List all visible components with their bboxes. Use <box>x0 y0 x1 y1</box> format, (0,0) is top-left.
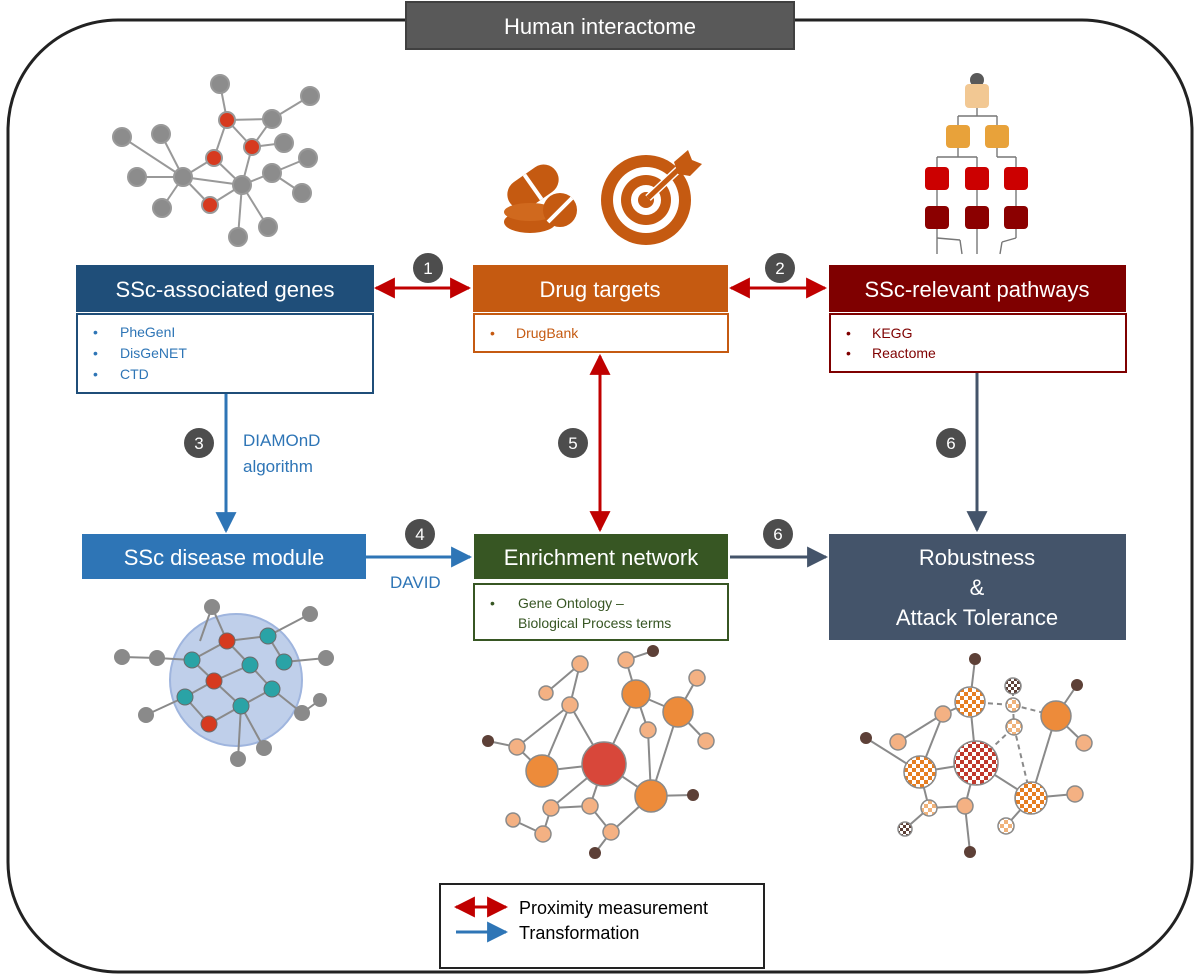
svg-text:1: 1 <box>423 259 432 278</box>
disease-module-network-icon <box>114 599 334 767</box>
enrichment-box: Enrichment network • Gene Ontology – Bio… <box>473 534 729 641</box>
genes-box: SSc-associated genes • PheGenI • DisGeNE… <box>76 265 374 394</box>
disease-module-box: SSc disease module <box>82 534 366 579</box>
enrichment-source-item: Biological Process terms <box>518 615 671 631</box>
step-badge: 2 <box>765 253 795 283</box>
drug-targets-title: Drug targets <box>539 277 660 302</box>
svg-text:•: • <box>490 595 495 611</box>
legend-proximity-label: Proximity measurement <box>519 898 708 918</box>
legend-transformation-label: Transformation <box>519 923 639 943</box>
svg-text:4: 4 <box>415 525 424 544</box>
pathways-box: SSc-relevant pathways • KEGG • Reactome <box>829 265 1127 373</box>
drug-source-item: DrugBank <box>516 325 579 341</box>
enrichment-title: Enrichment network <box>504 545 699 570</box>
attack-tolerance-network-icon <box>860 653 1093 858</box>
legend: Proximity measurement Transformation <box>439 883 765 969</box>
enrichment-network-icon <box>482 645 715 859</box>
svg-text:3: 3 <box>194 434 203 453</box>
svg-text:•: • <box>490 325 495 341</box>
step-badge: 1 <box>413 253 443 283</box>
pathway-icon <box>925 73 1028 255</box>
drug-targets-box: Drug targets • DrugBank <box>473 265 729 353</box>
svg-text:•: • <box>846 325 851 341</box>
genes-source-item: PheGenI <box>120 324 175 340</box>
svg-text:2: 2 <box>775 259 784 278</box>
genes-source-item: DisGeNET <box>120 345 187 361</box>
robustness-title-line: Attack Tolerance <box>896 605 1058 630</box>
svg-text:6: 6 <box>946 434 955 453</box>
enrichment-source-item: Gene Ontology – <box>518 595 624 611</box>
svg-text:•: • <box>93 324 98 340</box>
pills-icon <box>504 164 577 233</box>
target-icon <box>601 150 702 245</box>
step-badge: 3 <box>184 428 214 458</box>
disease-module-title: SSc disease module <box>124 545 325 570</box>
diamond-label: algorithm <box>243 457 313 476</box>
pathways-source-item: KEGG <box>872 325 912 341</box>
svg-text:•: • <box>93 345 98 361</box>
svg-text:5: 5 <box>568 434 577 453</box>
svg-text:6: 6 <box>773 525 782 544</box>
genes-source-item: CTD <box>120 366 149 382</box>
robustness-box: Robustness & Attack Tolerance <box>829 534 1126 640</box>
robustness-title-line: & <box>970 575 985 600</box>
diamond-label: DIAMOnD <box>243 431 320 450</box>
step-badge: 5 <box>558 428 588 458</box>
pathways-title: SSc-relevant pathways <box>865 277 1090 302</box>
genes-title: SSc-associated genes <box>116 277 335 302</box>
pathways-source-item: Reactome <box>872 345 936 361</box>
step-badge: 4 <box>405 519 435 549</box>
svg-text:•: • <box>93 366 98 382</box>
title-tab: Human interactome <box>405 1 795 50</box>
gene-network-icon <box>112 74 320 247</box>
svg-text:•: • <box>846 345 851 361</box>
step-badge: 6 <box>763 519 793 549</box>
david-label: DAVID <box>390 573 441 592</box>
step-badge: 6 <box>936 428 966 458</box>
robustness-title-line: Robustness <box>919 545 1035 570</box>
page-title: Human interactome <box>504 14 696 39</box>
